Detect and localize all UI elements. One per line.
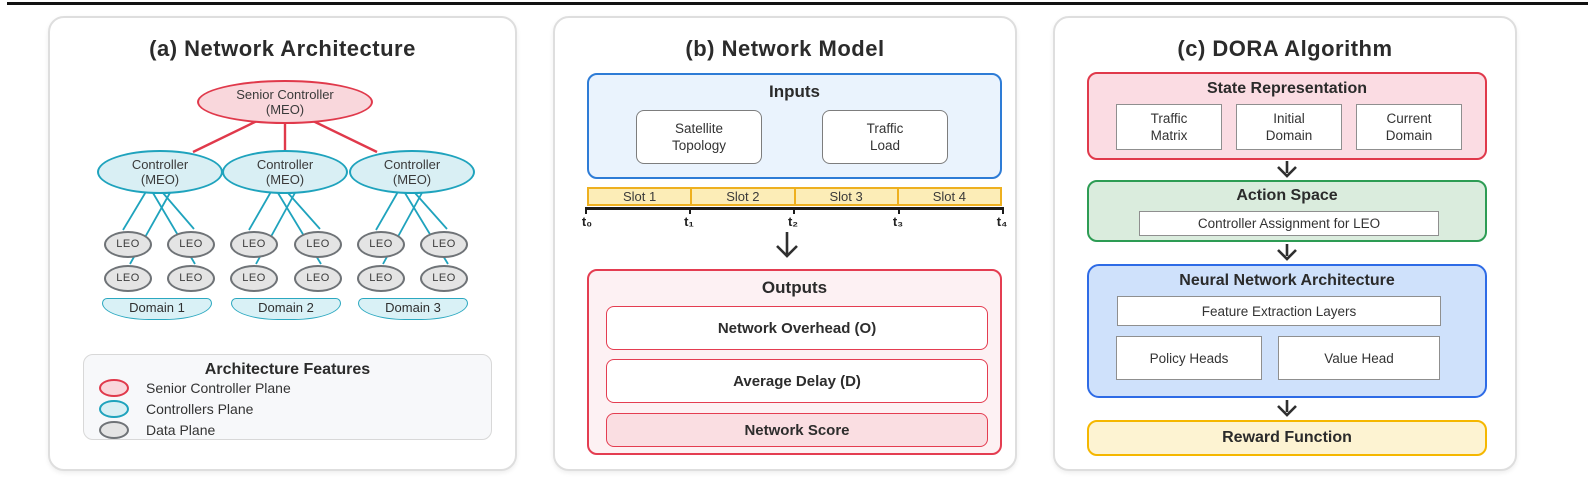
leo-node: LEO xyxy=(357,265,405,292)
legend-label: Data Plane xyxy=(146,422,216,438)
senior-controller-node: Senior Controller (MEO) xyxy=(197,80,373,124)
traffic-matrix-box: Traffic Matrix xyxy=(1116,104,1222,150)
leo-node: LEO xyxy=(294,231,342,258)
data-plane-swatch-icon xyxy=(99,421,129,439)
nn-architecture-title: Neural Network Architecture xyxy=(1179,272,1395,289)
current-domain-box: Current Domain xyxy=(1356,104,1462,150)
tick-label-t2: t₂ xyxy=(787,214,799,229)
neural-network-architecture-box: Neural Network Architecture Feature Extr… xyxy=(1087,264,1487,398)
legend-architecture-features: Architecture Features Senior Controller … xyxy=(83,354,492,440)
down-arrow-icon xyxy=(1277,161,1297,178)
controller-node-2: Controller (MEO) xyxy=(222,150,348,194)
traffic-load-box: Traffic Load xyxy=(822,110,948,164)
domain-3-badge: Domain 3 xyxy=(358,298,468,320)
senior-controller-label: Senior Controller xyxy=(236,87,334,102)
time-slot-bar: Slot 1 Slot 2 Slot 3 Slot 4 xyxy=(587,187,1002,206)
outputs-box: Outputs Network Overhead (O) Average Del… xyxy=(587,269,1002,455)
leo-node: LEO xyxy=(294,265,342,292)
controller-assignment-box: Controller Assignment for LEO xyxy=(1139,211,1439,236)
legend-item-data: Data Plane xyxy=(84,421,491,439)
legend-item-senior: Senior Controller Plane xyxy=(84,379,491,397)
leo-node: LEO xyxy=(104,231,152,258)
tick-t4 xyxy=(1002,207,1004,214)
feature-extraction-box: Feature Extraction Layers xyxy=(1117,296,1441,326)
slot-1: Slot 1 xyxy=(589,189,693,204)
panel-network-architecture: (a) Network Architecture xyxy=(48,16,517,471)
panel-dora-algorithm: (c) DORA Algorithm State Representation … xyxy=(1053,16,1517,471)
tick-t1 xyxy=(689,207,691,214)
senior-plane-swatch-icon xyxy=(99,379,129,397)
reward-function-box: Reward Function xyxy=(1087,420,1487,456)
tick-t0 xyxy=(585,207,587,214)
tick-t3 xyxy=(898,207,900,214)
leo-node: LEO xyxy=(104,265,152,292)
action-space-box: Action Space Controller Assignment for L… xyxy=(1087,180,1487,242)
domain-2-badge: Domain 2 xyxy=(231,298,341,320)
panel-c-title: (c) DORA Algorithm xyxy=(1177,36,1393,61)
tick-t2 xyxy=(793,207,795,214)
initial-domain-box: Initial Domain xyxy=(1236,104,1342,150)
value-head-box: Value Head xyxy=(1278,336,1440,380)
legend-title: Architecture Features xyxy=(204,361,371,378)
panel-b-title: (b) Network Model xyxy=(685,36,885,61)
leo-node: LEO xyxy=(167,265,215,292)
domain-1-badge: Domain 1 xyxy=(102,298,212,320)
tick-label-t3: t₃ xyxy=(892,214,904,229)
slot-3: Slot 3 xyxy=(796,189,899,204)
controller-label: Controller xyxy=(131,157,189,172)
controllers-plane-swatch-icon xyxy=(99,400,129,418)
senior-controller-sublabel: (MEO) xyxy=(265,102,305,117)
tick-label-t4: t₄ xyxy=(996,214,1008,229)
network-overhead-box: Network Overhead (O) xyxy=(606,306,988,350)
legend-item-controllers: Controllers Plane xyxy=(84,400,491,418)
leo-node: LEO xyxy=(420,231,468,258)
legend-label: Senior Controller Plane xyxy=(146,380,291,396)
leo-node: LEO xyxy=(230,231,278,258)
leo-node: LEO xyxy=(167,231,215,258)
outputs-title: Outputs xyxy=(761,278,828,297)
inputs-title: Inputs xyxy=(769,82,820,101)
leo-node: LEO xyxy=(230,265,278,292)
policy-heads-box: Policy Heads xyxy=(1116,336,1262,380)
average-delay-box: Average Delay (D) xyxy=(606,359,988,403)
controller-label: Controller xyxy=(256,157,314,172)
controller-sublabel: (MEO) xyxy=(265,172,305,187)
inputs-box: Inputs Satellite Topology Traffic Load xyxy=(587,73,1002,179)
tick-label-t1: t₁ xyxy=(684,214,694,229)
down-arrow-icon xyxy=(1277,400,1297,417)
slot-2: Slot 2 xyxy=(692,189,796,204)
controller-sublabel: (MEO) xyxy=(140,172,180,187)
tick-label-t0: t₀ xyxy=(581,214,593,229)
state-representation-title: State Representation xyxy=(1206,80,1368,97)
legend-label: Controllers Plane xyxy=(146,401,254,417)
controller-sublabel: (MEO) xyxy=(392,172,432,187)
controller-node-1: Controller (MEO) xyxy=(97,150,223,194)
down-arrow-icon xyxy=(776,232,798,258)
leo-node: LEO xyxy=(420,265,468,292)
satellite-topology-box: Satellite Topology xyxy=(636,110,762,164)
state-representation-box: State Representation Traffic Matrix Init… xyxy=(1087,72,1487,160)
slot-4: Slot 4 xyxy=(932,189,966,204)
top-border-line xyxy=(7,2,1588,5)
controller-node-3: Controller (MEO) xyxy=(349,150,475,194)
network-score-box: Network Score xyxy=(606,413,988,447)
panel-a-title: (a) Network Architecture xyxy=(149,36,416,61)
panel-network-model: (b) Network Model Inputs Satellite Topol… xyxy=(553,16,1017,471)
leo-node: LEO xyxy=(357,231,405,258)
action-space-title: Action Space xyxy=(1236,187,1338,204)
down-arrow-icon xyxy=(1277,244,1297,261)
controller-label: Controller xyxy=(383,157,441,172)
